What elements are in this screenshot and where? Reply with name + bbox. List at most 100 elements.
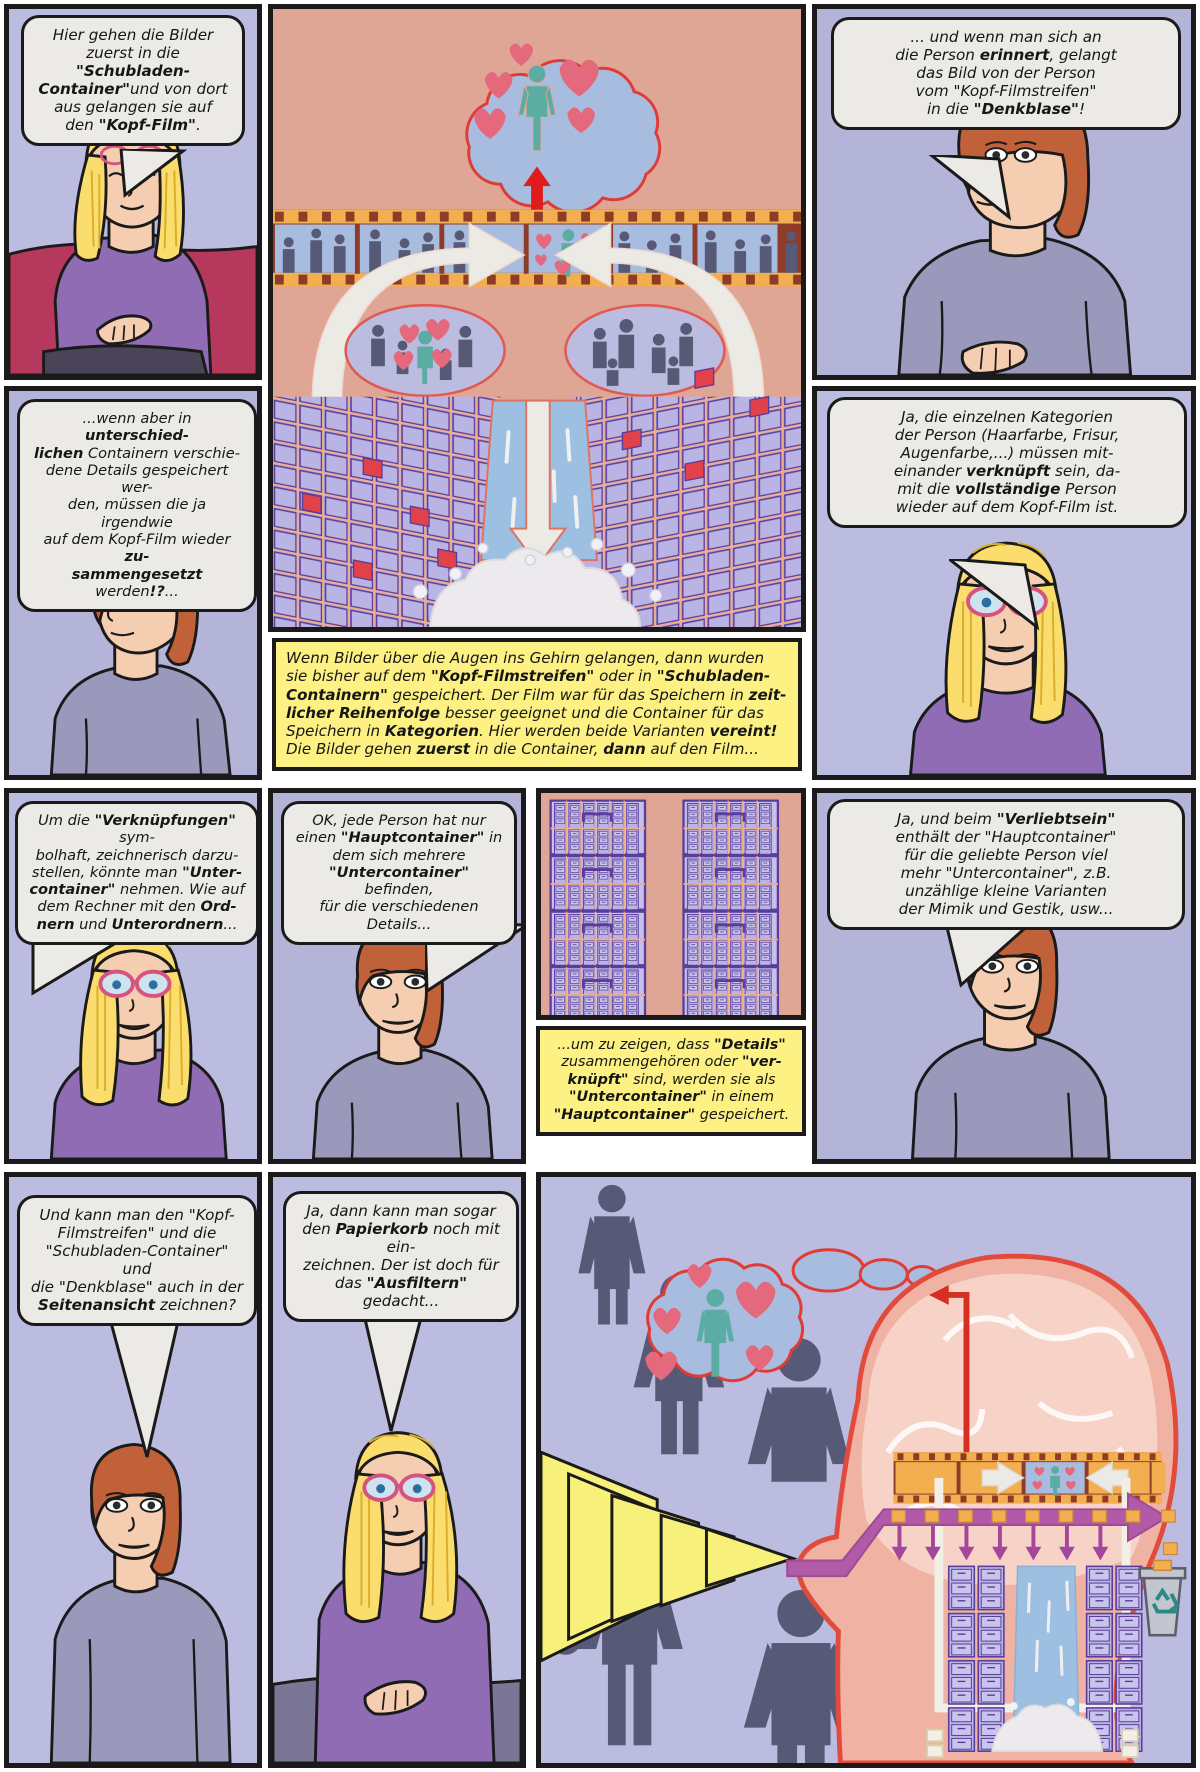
- shelf-markers: [926, 1728, 1139, 1759]
- text-line: "Hauptcontainer" gespeichert.: [553, 1106, 790, 1123]
- text-line: zusammengehören oder "ver-: [561, 1054, 782, 1071]
- text-line: knüpft" sind, werden sie als: [567, 1071, 776, 1088]
- recycle-bin-icon: [1138, 1559, 1187, 1637]
- oval-container-right: [564, 303, 726, 398]
- text-line: licher Reihenfolge besser geeignet und d…: [286, 703, 764, 722]
- text-line: Speichern in Kategorien. Hier werden bei…: [286, 722, 778, 740]
- speech-bubble-9: Ja, und beim "Verliebtsein"enthält der "…: [827, 799, 1185, 931]
- text-line: mit die vollständige Person: [897, 480, 1117, 499]
- text-line: unzählige kleine Varianten: [905, 882, 1107, 901]
- speech-bubble-6: Um die "Verknüpfungen" sym-bolhaft, zeic…: [15, 801, 257, 945]
- panel-6-blonde-woman-verknuepfungen: Um die "Verknüpfungen" sym-bolhaft, zeic…: [4, 788, 262, 1164]
- text-line: die "Denkblase" auch in der: [30, 1278, 244, 1297]
- speech-bubble-3-tail: [929, 155, 1012, 221]
- caption-box-main: Wenn Bilder über die Augen ins Gehirn ge…: [272, 638, 802, 771]
- text-line: Die Bilder gehen zuerst in die Container…: [286, 740, 759, 759]
- text-line: vom "Kopf-Filmstreifen": [915, 82, 1097, 101]
- text-line: ...um zu zeigen, dass "Details": [557, 1037, 786, 1053]
- text-line: dem Rechner mit den Ord-: [37, 898, 237, 916]
- vision-cone: [541, 1450, 798, 1663]
- text-line: aus gelangen sie auf: [54, 98, 212, 117]
- waterfall: [412, 399, 663, 627]
- text-line: enthält der "Hauptcontainer": [895, 828, 1117, 847]
- text-line: OK, jede Person hat nur: [312, 812, 486, 829]
- text-line: "Schubladen-Container" und: [45, 1242, 229, 1279]
- text-line: einen "Hauptcontainer" in: [295, 829, 503, 847]
- brain-film-strip: [893, 1452, 1166, 1504]
- text-line: "Untercontainer" befinden,: [329, 863, 469, 899]
- panel-2-art: [273, 9, 801, 627]
- text-line: in die "Denkblase"!: [926, 100, 1086, 119]
- speech-bubble-1-tail: [119, 149, 187, 198]
- text-line: nern und Unterordnern...: [36, 915, 238, 933]
- panel-10-redhead-seitenansicht: Und kann man den "Kopf-Filmstreifen" und…: [4, 1172, 262, 1768]
- text-line: den "Kopf-Film".: [65, 116, 201, 135]
- container-grid-art: [541, 793, 801, 1015]
- recycle-symbol: [1151, 1587, 1180, 1614]
- text-line: bolhaft, zeichnerisch darzu-: [35, 846, 239, 864]
- oval-container-left: [344, 303, 506, 398]
- text-line: Filmstreifen" und die: [57, 1224, 217, 1243]
- text-line: ... und wenn man sich an: [910, 28, 1102, 46]
- text-line: den, müssen die ja irgendwie: [67, 496, 207, 531]
- text-line: dene Details gespeichert wer-: [45, 461, 229, 497]
- text-line: Wenn Bilder über die Augen ins Gehirn ge…: [286, 649, 765, 667]
- text-line: zuerst in die "Schubladen-: [75, 44, 191, 81]
- brain-side-view-art: [541, 1177, 1191, 1763]
- magenta-input-arrow: [786, 1491, 1178, 1586]
- thought-cloud-small: [645, 1257, 805, 1383]
- text-line: Container"und von dort: [38, 80, 228, 99]
- text-line: Seitenansicht zeichnen?: [37, 1296, 237, 1315]
- panel-12-brain-side-view: [536, 1172, 1196, 1768]
- head-waterfall: [991, 1565, 1104, 1752]
- text-line: den Papierkorb noch mit ein-: [302, 1220, 500, 1257]
- text-line: sammengesetzt werden!?...: [71, 565, 203, 600]
- panel-2-film-strip-thought-cloud: [268, 4, 806, 632]
- speech-bubble-5-tail: [949, 559, 1040, 631]
- caption-box-untercontainer: ...um zu zeigen, dass "Details"zusammeng…: [536, 1026, 806, 1137]
- text-line: container" nehmen. Wie auf: [29, 881, 245, 899]
- speech-bubble-4: ...wenn aber in unterschied-lichen Conta…: [17, 399, 257, 613]
- text-line: Ja, und beim "Verliebtsein": [896, 810, 1116, 828]
- text-line: Augenfarbe,...) müssen mit-: [900, 444, 1114, 463]
- text-line: "Untercontainer" in einem: [568, 1089, 775, 1106]
- text-line: Details...: [366, 915, 432, 933]
- text-line: Um die "Verknüpfungen" sym-: [38, 812, 236, 847]
- text-line: Ja, die einzelnen Kategorien: [900, 408, 1113, 426]
- text-line: das "Ausfiltern" gedacht...: [334, 1274, 468, 1311]
- text-line: Containern" gespeichert. Der Film war fü…: [286, 685, 787, 704]
- panel-4-redhead-man-question: ...wenn aber in unterschied-lichen Conta…: [4, 386, 262, 780]
- panel-9-redhead-verliebtsein: Ja, und beim "Verliebtsein"enthält der "…: [812, 788, 1196, 1164]
- red-arrow-to-bubble: [929, 1285, 970, 1453]
- text-line: das Bild von der Person: [916, 64, 1096, 83]
- text-line: mehr "Untercontainer", z.B.: [900, 864, 1112, 883]
- text-line: stellen, könnte man "Unter-: [31, 863, 243, 881]
- text-line: Hier gehen die Bilder: [52, 26, 214, 44]
- text-line: für die verschiedenen: [319, 898, 479, 916]
- text-line: die Person erinnert, gelangt: [895, 46, 1117, 65]
- text-line: der Person (Haarfarbe, Frisur,: [894, 426, 1120, 445]
- text-line: sie bisher auf dem "Kopf-Filmstreifen" o…: [286, 667, 771, 686]
- text-line: auf dem Kopf-Film wieder zu-: [43, 530, 231, 566]
- speech-bubble-10: Und kann man den "Kopf-Filmstreifen" und…: [17, 1195, 257, 1327]
- text-line: dem sich mehrere: [332, 846, 466, 864]
- text-line: Ja, dann kann man sogar: [306, 1202, 496, 1220]
- thought-cloud: [465, 43, 662, 214]
- white-arrow-right: [554, 222, 765, 404]
- film-strip: [273, 209, 801, 287]
- text-line: ...wenn aber in unterschied-: [82, 410, 192, 445]
- panel-8-container-grid: [536, 788, 806, 1020]
- speech-bubble-10-tail: [107, 1315, 181, 1458]
- text-line: einander verknüpft sein, da-: [893, 462, 1121, 481]
- text-line: für die geliebte Person viel: [904, 846, 1108, 865]
